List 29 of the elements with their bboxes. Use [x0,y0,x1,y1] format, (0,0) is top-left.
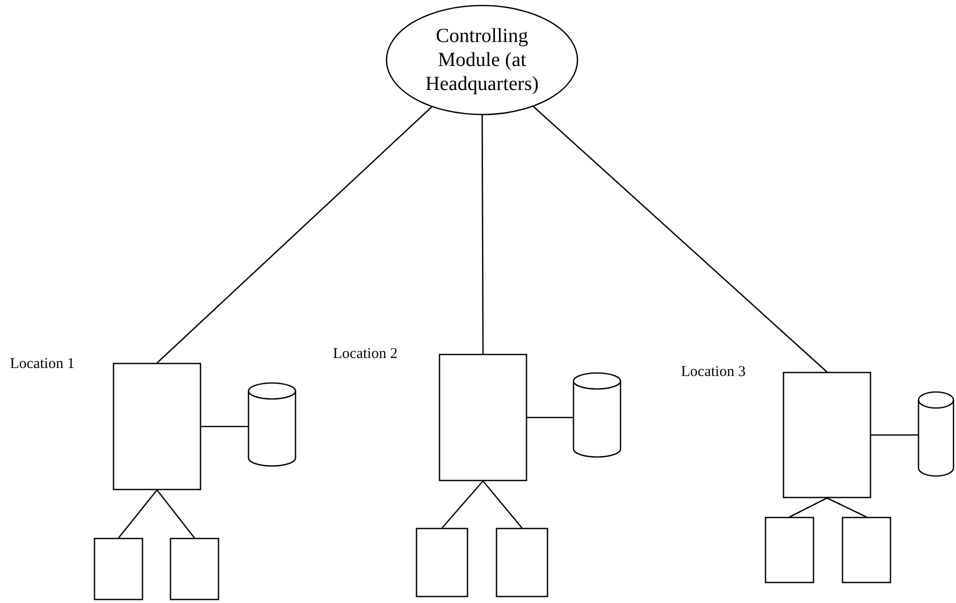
database-cylinder [918,392,954,477]
sub-unit-box [94,538,143,600]
sub-unit-box [842,517,891,583]
location-label: Location 1 [10,356,75,373]
sub-unit-box [765,517,814,583]
location-label: Location 3 [681,364,746,381]
ellipse-node [386,5,578,115]
connector-line [482,115,484,354]
database-cylinder [573,373,621,458]
sub-unit-box [170,538,219,600]
location-box [439,354,527,481]
connector-line [482,480,522,528]
location-box [113,363,201,490]
sub-unit-box [416,528,468,597]
connector-line [118,490,158,538]
connector-line [789,497,828,518]
database-cylinder [248,383,296,467]
connector-line [156,106,432,364]
connector-line [871,434,918,436]
connector-line [442,480,484,528]
connector-line [201,426,248,428]
location-label: Location 2 [333,346,398,363]
connector-line [532,106,828,372]
sub-unit-box [496,528,548,597]
connector-line [527,416,573,418]
location-box [783,372,871,498]
connector-line [156,490,196,538]
connector-line [826,497,867,518]
node-label: Controlling Module (at Headquarters) [424,24,540,96]
